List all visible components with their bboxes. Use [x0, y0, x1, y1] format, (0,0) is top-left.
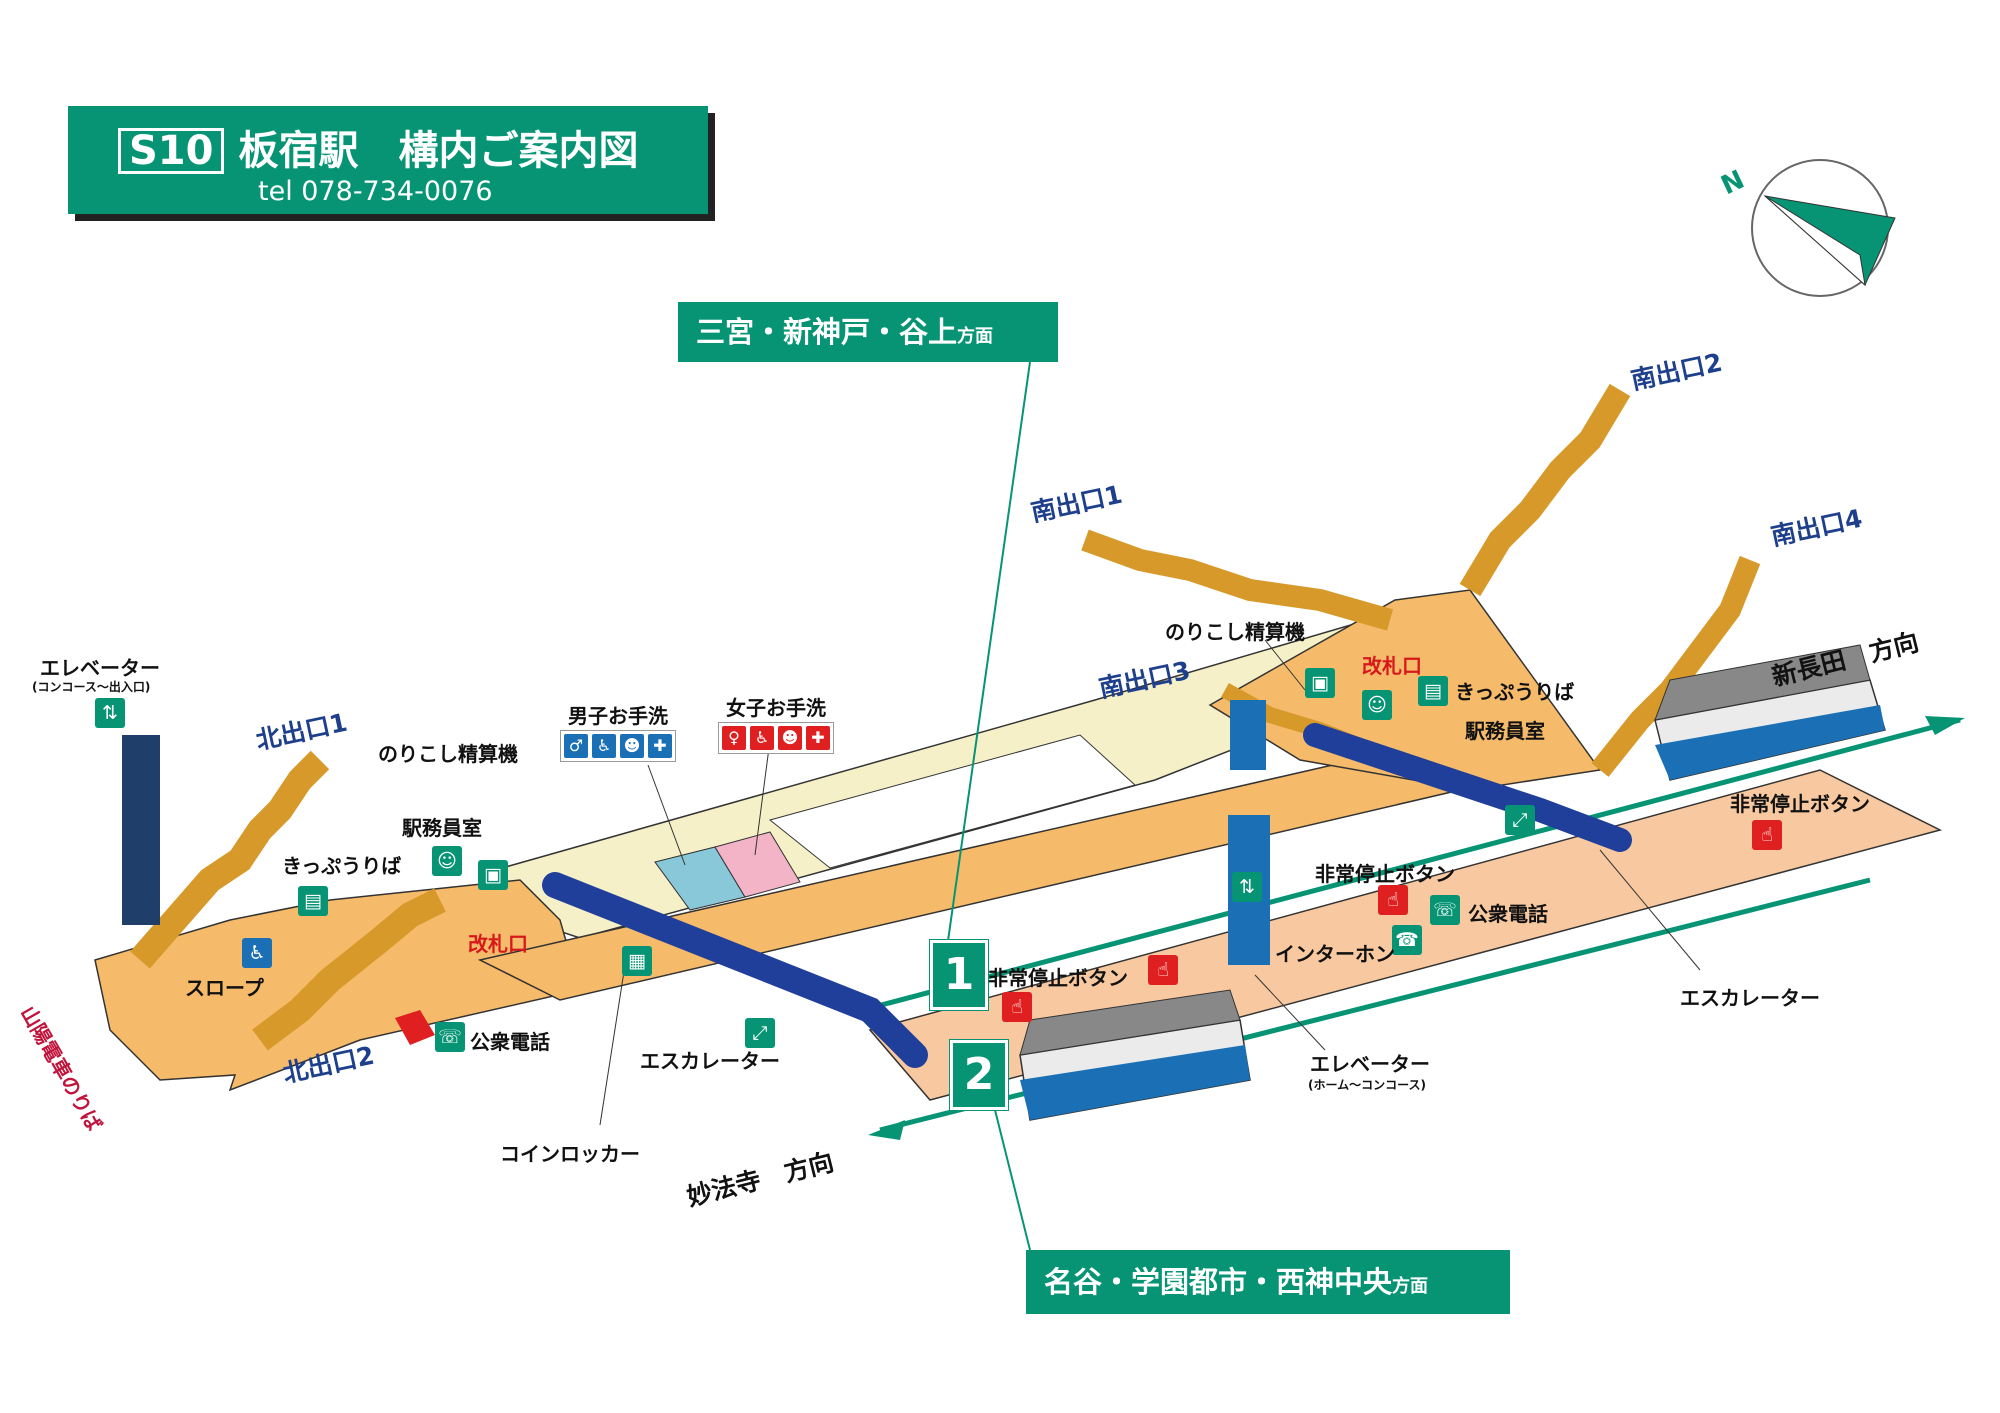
womens-toilet-icons: ♀ ♿ ☻ ✚: [718, 722, 834, 754]
phone-left-icon: ☏: [435, 1022, 465, 1052]
leader-elevator-right: [1254, 974, 1326, 1051]
wheelchair-icon: ♿: [592, 734, 616, 758]
leader-womens-toilet: [754, 739, 771, 856]
wheelchair-slope-icon: ♿: [242, 938, 272, 968]
emergency-stop-label-3: 非常停止ボタン: [988, 966, 1128, 990]
emergency-stop-icon-3: ☝: [1148, 955, 1178, 985]
emergency-stop-icon-1: ☝: [1752, 820, 1782, 850]
title-panel: S10 板宿駅 構内ご案内図 tel 078-734-0076: [68, 106, 708, 214]
elevator-shaft-left: [122, 735, 160, 925]
phone-right-icon: ☏: [1430, 895, 1460, 925]
leader-escalator-right: [1599, 849, 1701, 971]
fare-adjust-left-icon: ▣: [478, 860, 508, 890]
direction-platform-2-suffix: 方面: [1392, 1276, 1429, 1297]
title-heading: S10 板宿駅 構内ご案内図: [118, 118, 638, 176]
escalator-left-icon: ⤢: [745, 1018, 775, 1048]
womens-toilet-label: 女子お手洗: [726, 696, 826, 720]
ticket-left-icon: ▤: [298, 886, 328, 916]
leader-platform-2: [994, 1109, 1031, 1251]
concourse-void: [768, 734, 1137, 869]
station-office-right-icon: ☺: [1362, 690, 1392, 720]
leader-mens-toilet: [647, 764, 686, 866]
ticket-left-label: きっぷうりば: [282, 854, 402, 878]
coin-locker-icon: ▦: [622, 946, 652, 976]
station-name: 板宿駅 構内ご案内図: [238, 128, 639, 174]
train-lower: [1019, 989, 1251, 1121]
coin-locker-label: コインロッカー: [500, 1142, 640, 1166]
escalator-right-label: エスカレーター: [1680, 986, 1820, 1010]
ticket-right-label: きっぷうりば: [1455, 680, 1575, 704]
wheelchair-icon: ♿: [750, 726, 774, 750]
elevator-right-sublabel: (ホーム～コンコース): [1308, 1078, 1427, 1092]
baby-care-icon: ☻: [778, 726, 802, 750]
woman-icon: ♀: [722, 726, 746, 750]
elevator-left-icon: ⇅: [95, 698, 125, 728]
escalator-left-label: エスカレーター: [640, 1049, 780, 1073]
phone-right-label: 公衆電話: [1468, 902, 1548, 926]
slope-label: スロープ: [185, 976, 264, 1000]
intercom-label: インターホン: [1275, 942, 1395, 966]
mens-toilet-label: 男子お手洗: [568, 704, 668, 728]
direction-platform-1: 三宮・新神戸・谷上方面: [678, 302, 1058, 362]
fare-adjust-right-label: のりこし精算機: [1165, 620, 1305, 644]
elevator-left-label: エレベーター: [40, 656, 160, 680]
gate-left-label: 改札口: [468, 932, 528, 956]
stairs-south-exit-4: [1591, 555, 1761, 777]
track-1: [869, 717, 1961, 1011]
ostomate-icon: ✚: [648, 734, 672, 758]
station-office-left-label: 駅務員室: [402, 816, 482, 840]
stairs-north-exit-1: [130, 750, 330, 969]
mens-toilet-icons: ♂ ♿ ☻ ✚: [560, 730, 676, 762]
direction-platform-1-main: 三宮・新神戸・谷上: [696, 315, 958, 349]
womens-toilet-area: [714, 831, 801, 898]
fare-adjust-left-label: のりこし精算機: [378, 742, 518, 766]
emergency-stop-icon-2: ☝: [1378, 885, 1408, 915]
direction-platform-2-main: 名谷・学園都市・西神中央: [1044, 1265, 1393, 1299]
station-tel: tel 078-734-0076: [258, 176, 493, 207]
ticket-right-icon: ▤: [1418, 676, 1448, 706]
intercom-icon: ☎: [1392, 925, 1422, 955]
ostomate-icon: ✚: [806, 726, 830, 750]
leader-fare-right: [1264, 639, 1306, 691]
track-1-arrow: [1925, 716, 1965, 735]
track-2-arrow: [868, 1120, 905, 1140]
direction-platform-2: 名谷・学園都市・西神中央方面: [1026, 1250, 1510, 1314]
leader-coin-locker: [599, 964, 626, 1126]
baby-care-icon: ☻: [620, 734, 644, 758]
red-phone-area: [395, 1010, 435, 1045]
leader-platform-1: [944, 361, 1031, 963]
escalator-left: [542, 872, 928, 1068]
escalator-right: [1303, 723, 1632, 852]
man-icon: ♂: [564, 734, 588, 758]
direction-platform-1-suffix: 方面: [957, 326, 994, 347]
stairs-north-exit-2: [252, 888, 446, 1051]
elevator-right-label: エレベーター: [1310, 1052, 1430, 1076]
elevator-right-icon: ⇅: [1232, 872, 1262, 902]
elevator-shaft-upper: [1230, 700, 1266, 770]
emergency-stop-label-1: 非常停止ボタン: [1730, 792, 1870, 816]
station-code: S10: [118, 128, 225, 174]
phone-left-label: 公衆電話: [470, 1030, 550, 1054]
platform-number-1: 1: [930, 940, 988, 1010]
station-office-left-icon: ☺: [432, 846, 462, 876]
stairs-south-exit-1: [1081, 529, 1394, 631]
platform-number-2: 2: [950, 1040, 1008, 1110]
escalator-right-icon: ⤢: [1505, 805, 1535, 835]
train-upper: [1654, 644, 1886, 781]
station-office-right-label: 駅務員室: [1465, 719, 1545, 743]
emergency-stop-icon-4: ☝: [1002, 992, 1032, 1022]
fare-adjust-right-icon: ▣: [1305, 668, 1335, 698]
compass-needle-shadow: [1764, 195, 1866, 287]
gate-right-label: 改札口: [1362, 654, 1422, 678]
emergency-stop-label-2: 非常停止ボタン: [1315, 862, 1455, 886]
elevator-left-sublabel: (コンコース～出入口): [32, 680, 151, 694]
stairs-south-exit-2: [1459, 383, 1631, 597]
